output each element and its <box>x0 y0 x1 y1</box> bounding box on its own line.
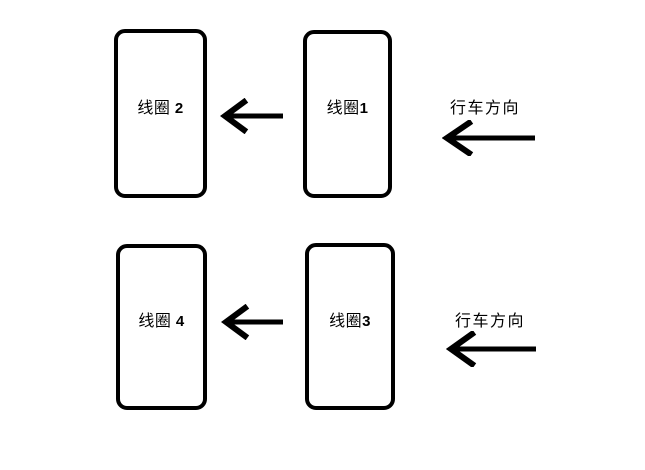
coil-1-rect: 线圈1 <box>303 30 392 198</box>
coil-4-label-text: 线圈 <box>138 313 176 330</box>
left-arrow-icon <box>446 331 536 367</box>
coil-3-label: 线圈3 <box>329 307 371 331</box>
coil-2-rect: 线圈 2 <box>114 29 207 198</box>
left-arrow-icon <box>221 304 283 340</box>
coil-3-label-text: 线圈 <box>329 312 363 330</box>
driving-direction-label-bottom: 行车方向 <box>455 313 526 330</box>
coil-1-label-text: 线圈 <box>326 100 360 117</box>
coil-1-number: 1 <box>359 100 369 117</box>
coil-2-label: 线圈 2 <box>137 94 183 118</box>
coil-4-number: 4 <box>175 313 185 330</box>
coil-2-label-text: 线圈 <box>137 99 175 117</box>
left-arrow-icon <box>220 98 283 134</box>
driving-direction-label-top: 行车方向 <box>450 100 521 117</box>
coil-3-rect: 线圈3 <box>305 243 395 410</box>
coil-2-number: 2 <box>174 99 184 117</box>
coil-3-number: 3 <box>362 312 371 330</box>
left-arrow-icon <box>442 120 535 156</box>
coil-1-label: 线圈1 <box>327 94 369 118</box>
coil-4-rect: 线圈 4 <box>116 244 207 410</box>
coil-4-label: 线圈 4 <box>138 307 184 331</box>
